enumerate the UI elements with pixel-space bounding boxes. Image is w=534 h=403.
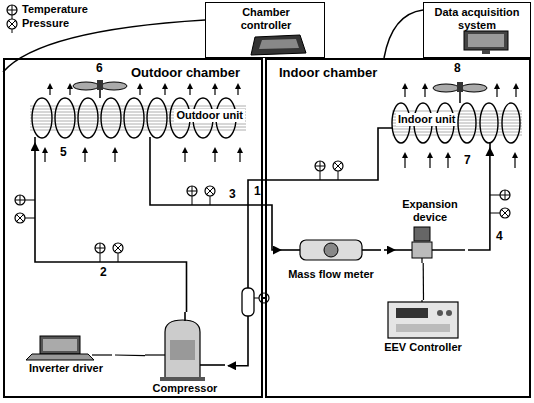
heat-exchanger: Indoor unit bbox=[392, 98, 524, 148]
callout-number: 6 bbox=[96, 62, 103, 75]
callout-number: 5 bbox=[60, 146, 67, 159]
node-label: Outdoor unit bbox=[174, 109, 245, 122]
node-label: Inverter driver bbox=[20, 362, 112, 375]
valve-drawing bbox=[395, 227, 465, 263]
signal-wire bbox=[115, 354, 145, 356]
node-label: Compressor bbox=[145, 382, 225, 395]
heat-exchanger: Outdoor unit bbox=[28, 95, 248, 143]
daq-monitor bbox=[464, 31, 508, 54]
chamber-region: Indoor chamberIndoor unitMass flow meter… bbox=[265, 58, 531, 398]
inverter-laptop: Inverter driver bbox=[20, 332, 115, 378]
outdoor-fan bbox=[73, 80, 127, 98]
node-label: Expansion device bbox=[395, 198, 465, 224]
node-label: Chamber controller bbox=[224, 6, 308, 32]
indoor-coil bbox=[392, 103, 522, 148]
callout-number: 8 bbox=[454, 62, 461, 75]
eev-controller-drawing bbox=[388, 300, 458, 338]
outdoor-coil bbox=[30, 98, 246, 143]
callout-number: 4 bbox=[496, 230, 503, 243]
legend-text: Pressure bbox=[22, 17, 69, 29]
compressor-drawing bbox=[145, 312, 225, 381]
node-label: Data acquisition system bbox=[426, 6, 528, 32]
node-label: EEV Controller bbox=[382, 341, 464, 354]
controller-box: Chamber controller bbox=[205, 2, 325, 58]
daq-box: Data acquisition system bbox=[423, 2, 531, 58]
callout-number: 1 bbox=[254, 185, 261, 198]
refrigerant-pipe bbox=[384, 249, 395, 251]
eev-controller: EEV Controller bbox=[382, 300, 467, 356]
flow-meter-drawing bbox=[281, 240, 381, 260]
callout-number: 7 bbox=[464, 154, 471, 167]
expansion-valve: Expansion device bbox=[395, 198, 468, 263]
controller-device bbox=[251, 35, 306, 55]
indoor-fan bbox=[433, 82, 487, 103]
chamber-outline-curve bbox=[3, 10, 423, 72]
refrigerant-pipe bbox=[35, 143, 187, 312]
node-label: Indoor chamber bbox=[279, 65, 439, 81]
refrigerant-pipe bbox=[468, 148, 490, 250]
compressor: Compressor bbox=[145, 312, 228, 397]
signal-wire bbox=[423, 263, 424, 300]
chamber-region: Outdoor chamberOutdoor unitInverter driv… bbox=[3, 58, 263, 398]
airflow-arrows bbox=[45, 86, 516, 168]
callout-number: 3 bbox=[229, 188, 236, 201]
node-label: Outdoor chamber bbox=[131, 65, 261, 81]
node-label: Mass flow meter bbox=[281, 268, 381, 281]
legend-symbols bbox=[7, 5, 17, 33]
refrigerant-pipe bbox=[228, 128, 392, 366]
node-label: Indoor unit bbox=[396, 113, 457, 126]
mass-flow-meter: Mass flow meter bbox=[281, 232, 384, 284]
laptop-drawing bbox=[26, 336, 112, 360]
callout-number: 2 bbox=[100, 266, 107, 279]
legend-text: Temperature bbox=[22, 3, 88, 15]
